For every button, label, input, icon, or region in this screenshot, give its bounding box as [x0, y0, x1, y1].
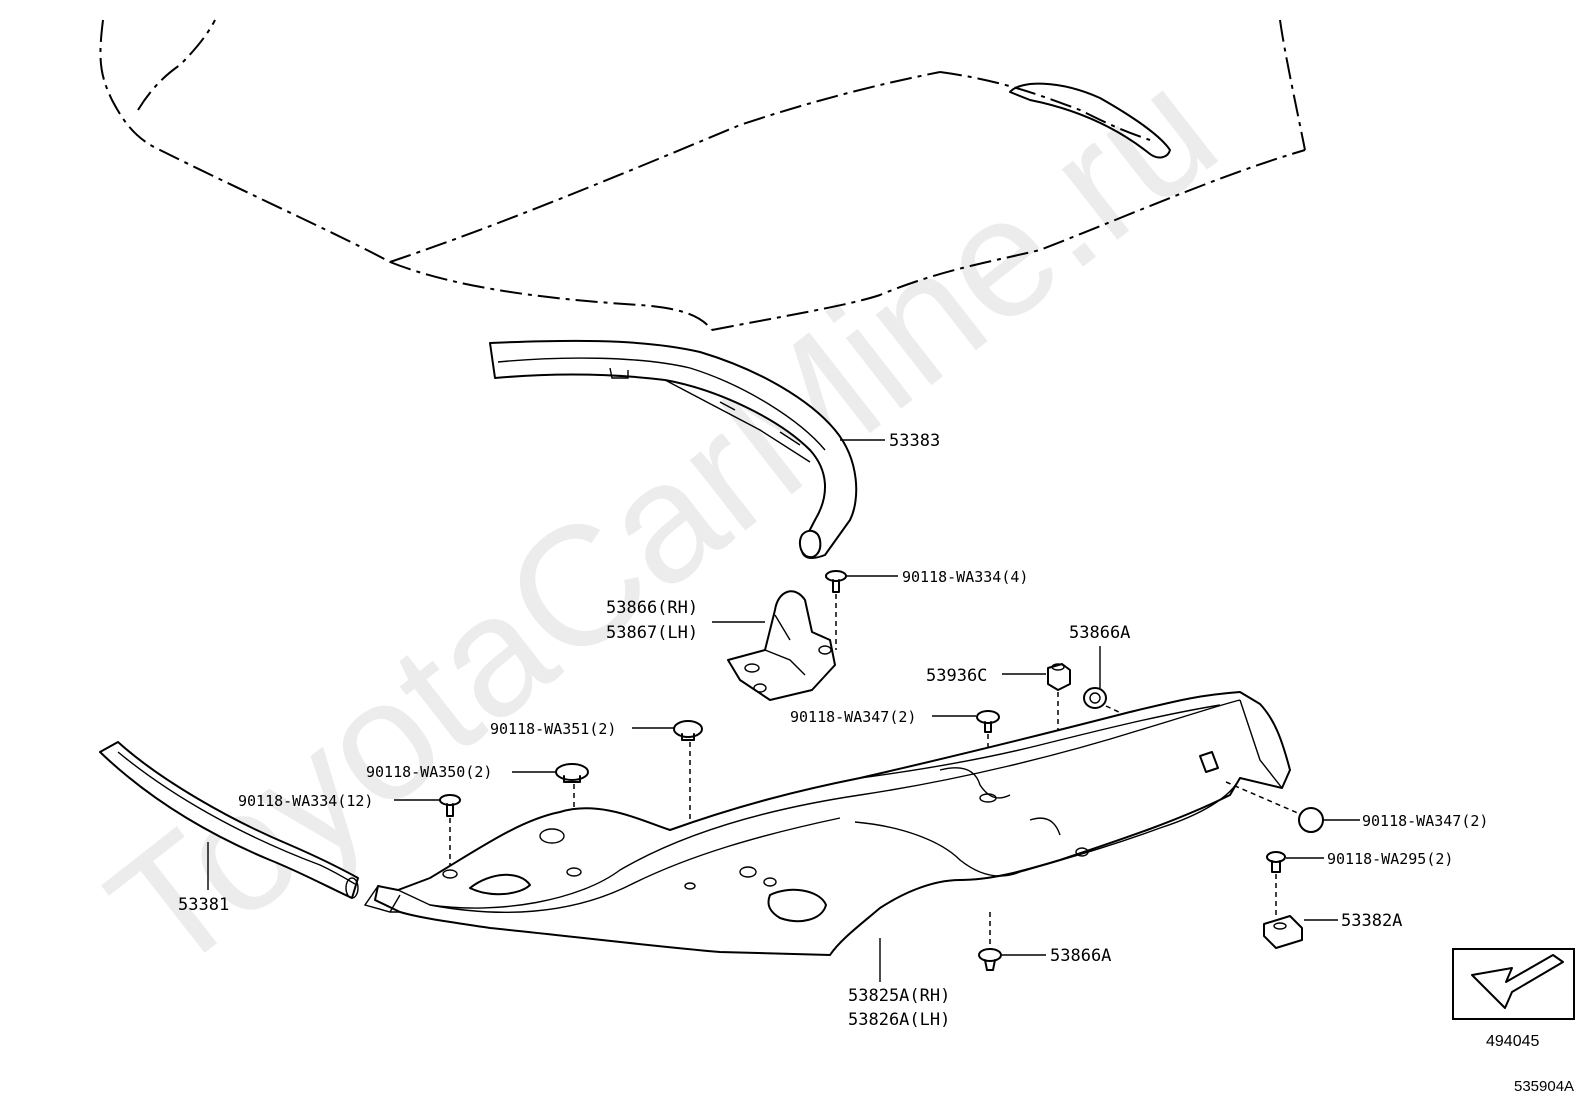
label-53866a-top: 53866A — [1069, 623, 1130, 643]
cushion-53866a-bottom[interactable] — [978, 948, 1002, 971]
label-clip-wa334-12: 90118-WA334(12) — [238, 792, 373, 810]
label-hinge-lh: 53867(LH) — [606, 623, 698, 643]
hood-outline — [99, 19, 1306, 331]
label-clip-wa347-right: 90118-WA347(2) — [1362, 812, 1488, 830]
label-53383: 53383 — [889, 431, 940, 451]
hood-seal-53383[interactable] — [489, 339, 858, 559]
bumper-53936c[interactable] — [1047, 663, 1071, 691]
label-louver-rh: 53825A(RH) — [848, 986, 950, 1006]
clip-wa350[interactable] — [555, 763, 589, 783]
clip-wa347-right[interactable] — [1298, 807, 1324, 833]
diagram-id: 535904A — [1514, 1078, 1574, 1095]
bracket-53382a[interactable] — [1263, 915, 1303, 949]
label-clip-wa350: 90118-WA350(2) — [366, 763, 492, 781]
cushion-53866a-top[interactable] — [1083, 687, 1107, 709]
clip-wa334-4[interactable] — [825, 570, 847, 593]
reference-box: 494045 — [1452, 948, 1575, 1050]
cowl-seal-53381[interactable] — [99, 741, 359, 899]
label-louver-lh: 53826A(LH) — [848, 1010, 950, 1030]
clip-wa347-top[interactable] — [976, 710, 1000, 733]
hood-hinge[interactable] — [727, 590, 836, 701]
label-clip-wa347-top: 90118-WA347(2) — [790, 708, 916, 726]
cowl-louver-panel[interactable] — [363, 691, 1291, 956]
label-clip-wa334-4: 90118-WA334(4) — [902, 568, 1028, 586]
label-53936c: 53936C — [926, 666, 987, 686]
label-hinge-rh: 53866(RH) — [606, 598, 698, 618]
clip-wa351[interactable] — [673, 720, 703, 741]
label-clip-wa295: 90118-WA295(2) — [1327, 850, 1453, 868]
label-53382a: 53382A — [1341, 911, 1402, 931]
label-53866a-bottom: 53866A — [1050, 946, 1111, 966]
label-53381: 53381 — [178, 895, 229, 915]
label-clip-wa351: 90118-WA351(2) — [490, 720, 616, 738]
clip-wa295[interactable] — [1266, 851, 1286, 873]
reference-box-number: 494045 — [1486, 1033, 1539, 1050]
